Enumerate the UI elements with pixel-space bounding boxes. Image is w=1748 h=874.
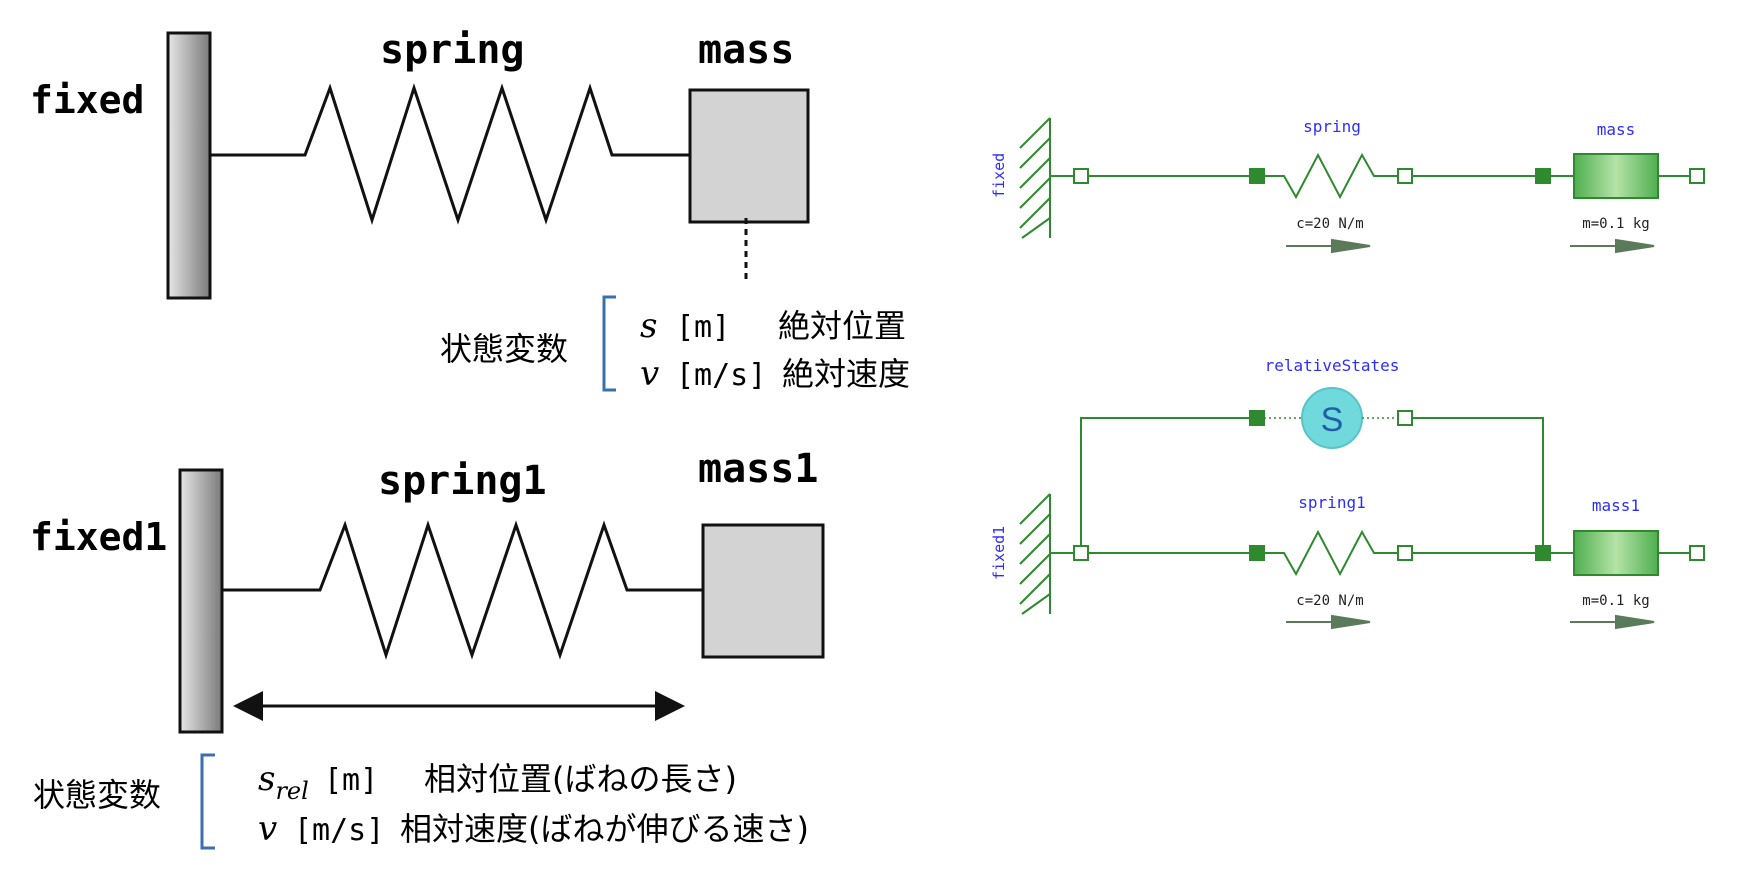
sensor-flange-a[interactable] bbox=[1249, 410, 1265, 426]
var1-unit: [m] bbox=[676, 310, 730, 345]
var2-desc-rel: 相対速度(ばねが伸びる速さ) bbox=[400, 810, 809, 848]
var2-symbol-rel: v bbox=[258, 809, 277, 849]
state-vars-label-2: 状態変数 bbox=[33, 776, 161, 814]
spring-param: c=20 N/m bbox=[1296, 216, 1363, 232]
mass1-label: mass1 bbox=[698, 446, 818, 492]
spring-flange-b[interactable] bbox=[1397, 168, 1413, 184]
fixed1-label: fixed1 bbox=[30, 515, 167, 559]
spring-zigzag bbox=[210, 83, 690, 225]
sensor-letter: S bbox=[1321, 401, 1344, 439]
fixed-component-label: fixed bbox=[990, 153, 1008, 198]
mass1-block bbox=[701, 523, 825, 659]
sensor-flange-b[interactable] bbox=[1397, 410, 1413, 426]
spring-flange-a[interactable] bbox=[1249, 168, 1265, 184]
spring1-param: c=20 N/m bbox=[1296, 593, 1363, 609]
sensor-component-label: relativeStates bbox=[1265, 356, 1400, 375]
mass1-direction-arrow bbox=[1570, 614, 1655, 630]
var2-symbol: v bbox=[640, 354, 659, 394]
spring-component-label: spring bbox=[1303, 117, 1361, 136]
spring1-component-label: spring1 bbox=[1298, 493, 1365, 512]
var1-desc: 絶対位置 bbox=[778, 307, 906, 345]
fixed1-component-label: fixed1 bbox=[990, 526, 1008, 580]
var1-desc-rel: 相対位置(ばねの長さ) bbox=[424, 760, 737, 798]
state-vars-bracket-2 bbox=[200, 753, 215, 850]
mass-label: mass bbox=[698, 27, 794, 73]
mass-component-label: mass bbox=[1597, 120, 1636, 139]
var1-symbol-rel: srel bbox=[258, 759, 309, 805]
state-vars-label: 状態変数 bbox=[440, 330, 568, 368]
physical-top: fixed spring mass 状態変数 s [m] 絶対位置 v [m/s… bbox=[30, 27, 910, 394]
mass-flange-a[interactable] bbox=[1535, 168, 1551, 184]
var2-unit: [m/s] bbox=[676, 358, 766, 393]
spring1-direction-arrow bbox=[1286, 614, 1371, 630]
mass-direction-arrow bbox=[1570, 238, 1655, 254]
spring1-symbol[interactable] bbox=[1264, 529, 1398, 577]
fixed1-hatch bbox=[1019, 493, 1051, 615]
wall1 bbox=[178, 468, 224, 734]
fixed-flange[interactable] bbox=[1073, 168, 1089, 184]
fixed1-flange[interactable] bbox=[1073, 545, 1089, 561]
spring1-flange-a[interactable] bbox=[1249, 545, 1265, 561]
spring1-zigzag bbox=[222, 520, 703, 660]
mass1-flange-b[interactable] bbox=[1689, 545, 1705, 561]
mass1-flange-a[interactable] bbox=[1535, 545, 1551, 561]
mass-block bbox=[688, 88, 810, 224]
spring1-label: spring1 bbox=[378, 458, 547, 504]
var1-symbol: s bbox=[640, 306, 657, 346]
spring-direction-arrow bbox=[1286, 238, 1371, 254]
spring1-flange-b[interactable] bbox=[1397, 545, 1413, 561]
modelica-top: fixed spring c=20 N/m mass m=0.1 kg bbox=[990, 117, 1705, 254]
modelica-bottom: relativeStates S fixed1 spring1 c=20 N/m bbox=[990, 356, 1705, 630]
state-vars-bracket bbox=[602, 295, 616, 392]
mass1-param: m=0.1 kg bbox=[1582, 593, 1649, 609]
var2-unit-rel: [m/s] bbox=[294, 813, 384, 848]
var1-unit-rel: [m] bbox=[324, 763, 378, 798]
var2-desc: 絶対速度 bbox=[782, 355, 910, 393]
spring-symbol[interactable] bbox=[1264, 152, 1398, 200]
mass1-symbol[interactable] bbox=[1573, 530, 1659, 576]
physical-bottom: fixed1 spring1 mass1 状態変数 srel [m] 相対位置(… bbox=[30, 446, 825, 850]
wall bbox=[166, 31, 212, 300]
mass-symbol[interactable] bbox=[1573, 153, 1659, 199]
connection-fixed1-sensor bbox=[1080, 417, 1250, 553]
mass-flange-b[interactable] bbox=[1689, 168, 1705, 184]
spring-label: spring bbox=[380, 27, 525, 73]
connection-sensor-mass1 bbox=[1412, 417, 1544, 546]
fixed-label: fixed bbox=[30, 78, 144, 122]
fixed-hatch bbox=[1019, 117, 1051, 239]
mass1-component-label: mass1 bbox=[1592, 496, 1640, 515]
mass-param: m=0.1 kg bbox=[1582, 216, 1649, 232]
